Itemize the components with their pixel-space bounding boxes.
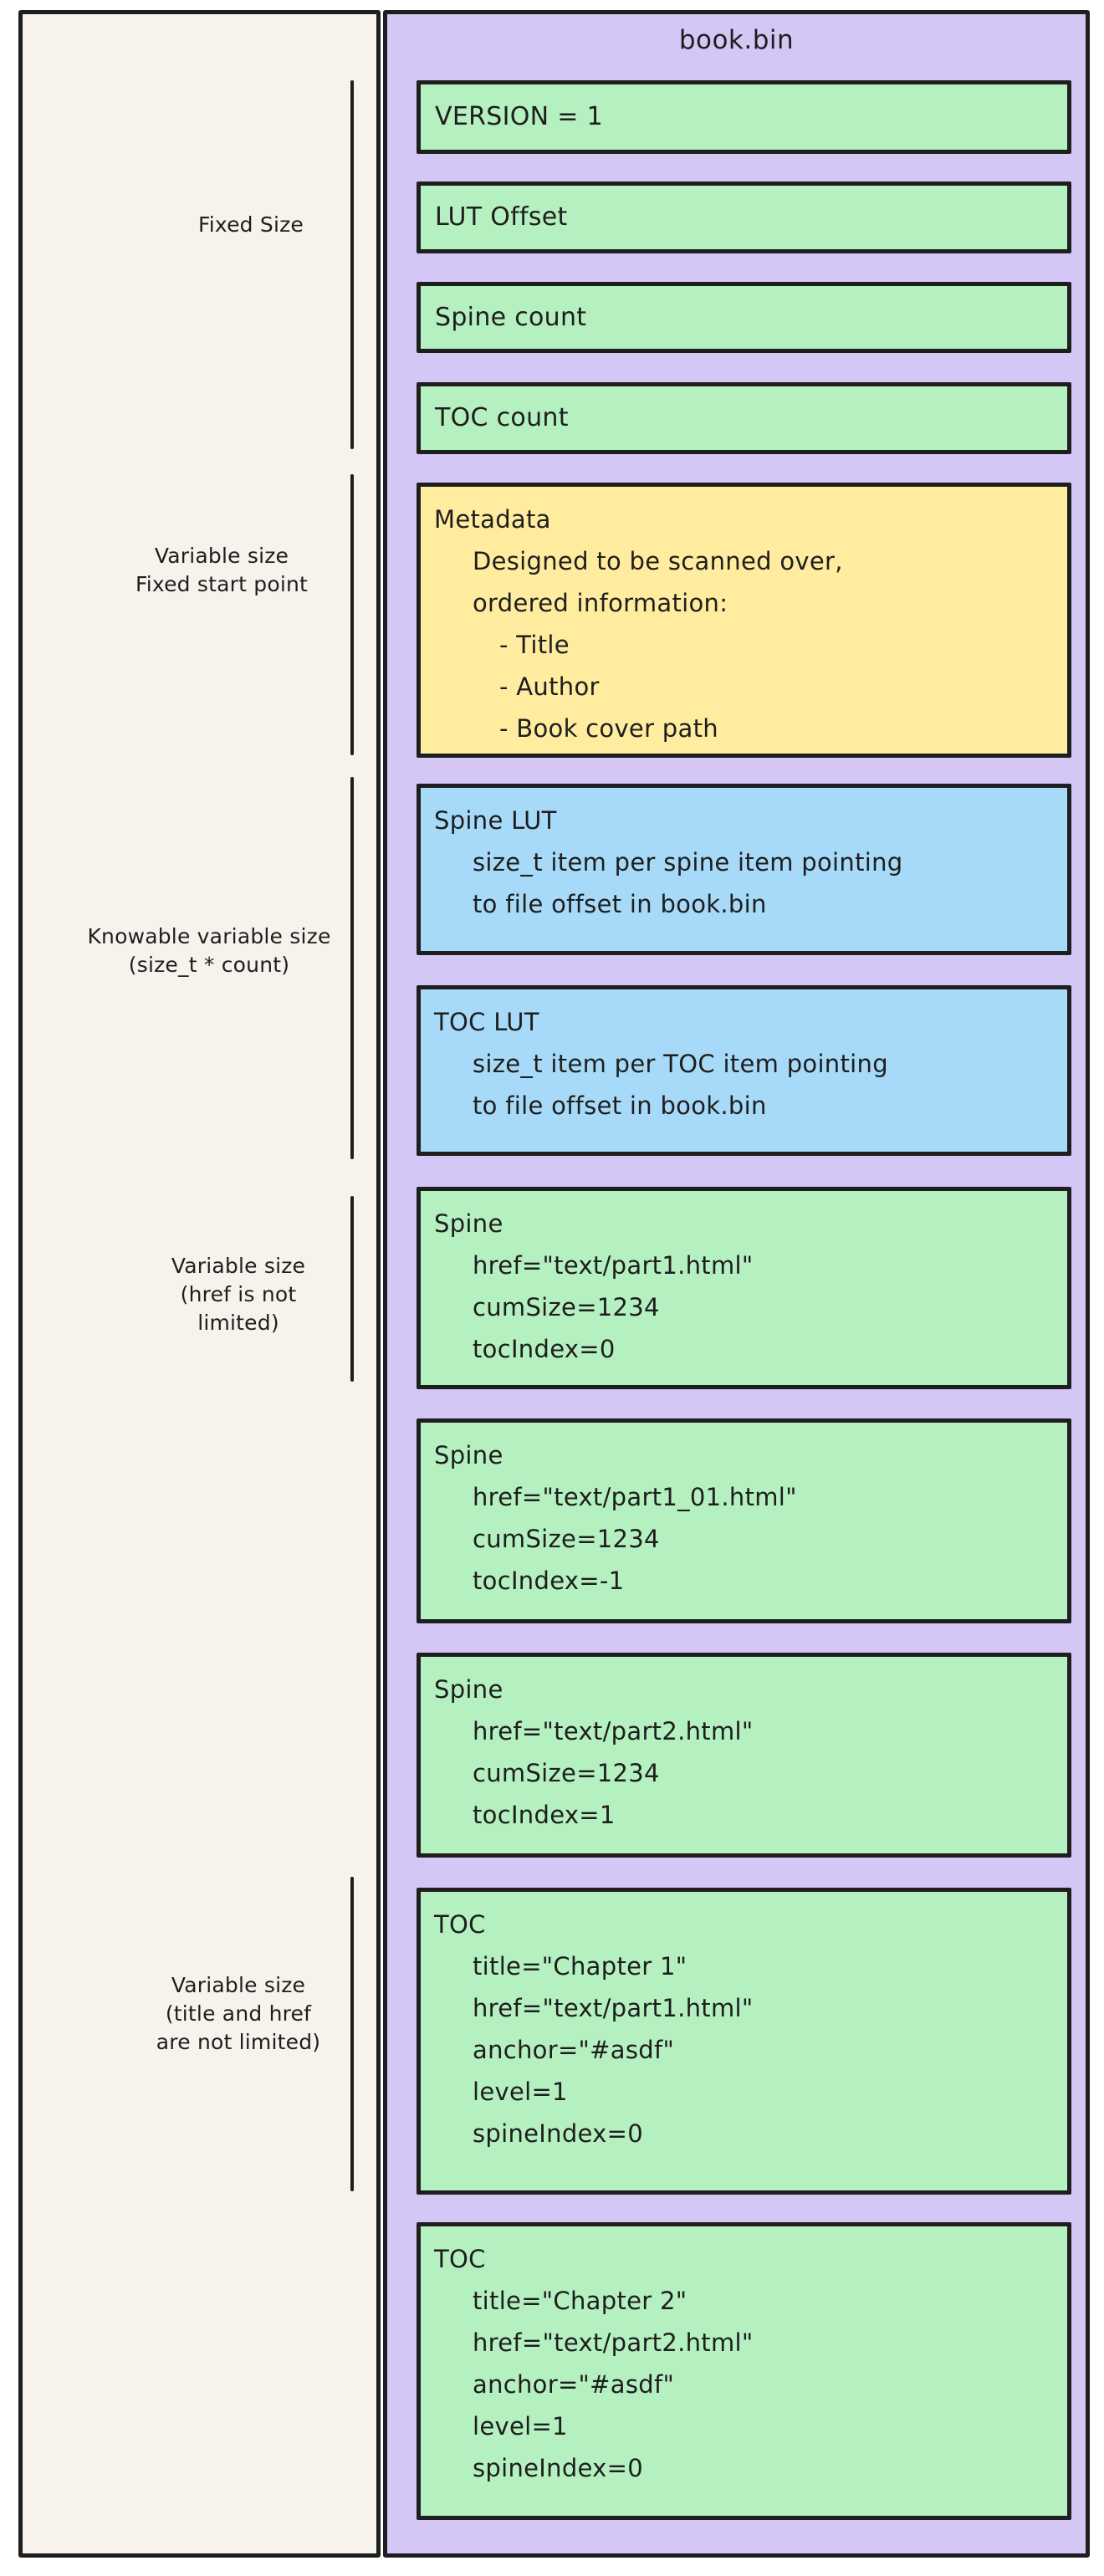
- field-box-spine-lut: Spine LUT size_t item per spine item poi…: [417, 784, 1071, 955]
- field-text: href="text/part1.html": [473, 1994, 754, 2022]
- field-text: - Title: [499, 631, 570, 659]
- field-text: level=1: [473, 2078, 568, 2106]
- field-text: Spine: [434, 1441, 503, 1469]
- bracket-variable-title-href: [350, 1877, 354, 2191]
- field-box-spine-2: Spine href="text/part1_01.html" cumSize=…: [417, 1418, 1071, 1623]
- field-text: tocIndex=-1: [473, 1567, 625, 1595]
- size-annotation-panel: [18, 10, 381, 2558]
- field-text: tocIndex=0: [473, 1335, 616, 1363]
- field-text: size_t item per TOC item pointing: [473, 1050, 888, 1078]
- field-box-toc-count: TOC count: [417, 382, 1071, 454]
- file-title: book.bin: [678, 25, 795, 55]
- field-text: title="Chapter 2": [473, 2287, 687, 2315]
- field-box-toc-2: TOC title="Chapter 2" href="text/part2.h…: [417, 2222, 1071, 2520]
- label-line: (href is not: [180, 1282, 297, 1306]
- field-text: title="Chapter 1": [473, 1952, 687, 1981]
- field-text: level=1: [473, 2412, 568, 2441]
- field-box-version: VERSION = 1: [417, 80, 1071, 154]
- field-text: cumSize=1234: [473, 1759, 660, 1787]
- field-text: Metadata: [434, 505, 551, 534]
- field-text: href="text/part1_01.html": [473, 1483, 797, 1511]
- label-line: Variable size: [154, 544, 289, 568]
- field-text: href="text/part2.html": [473, 1717, 754, 1745]
- label-line: Variable size: [171, 1973, 306, 1997]
- field-text: TOC: [434, 2245, 486, 2273]
- label-line: (size_t * count): [128, 953, 290, 977]
- field-box-toc-lut: TOC LUT size_t item per TOC item pointin…: [417, 985, 1071, 1156]
- field-text: TOC: [434, 1910, 486, 1939]
- label-knowable-variable: Knowable variable size (size_t * count): [50, 923, 368, 979]
- field-text: href="text/part1.html": [473, 1251, 754, 1280]
- field-text: - Author: [499, 672, 600, 701]
- field-text: Spine LUT: [434, 806, 557, 835]
- bracket-knowable-variable: [350, 777, 354, 1159]
- field-text: ordered information:: [473, 589, 728, 617]
- field-text: anchor="#asdf": [473, 2036, 675, 2064]
- field-box-spine-1: Spine href="text/part1.html" cumSize=123…: [417, 1187, 1071, 1389]
- field-text: TOC count: [435, 403, 569, 432]
- field-text: TOC LUT: [434, 1008, 539, 1036]
- label-line: Knowable variable size: [87, 924, 331, 948]
- field-box-spine-3: Spine href="text/part2.html" cumSize=123…: [417, 1653, 1071, 1858]
- field-text: tocIndex=1: [473, 1801, 616, 1829]
- label-line: Variable size: [171, 1254, 306, 1278]
- field-text: - Book cover path: [499, 714, 718, 743]
- field-text: to file offset in book.bin: [473, 1091, 767, 1120]
- field-box-toc-1: TOC title="Chapter 1" href="text/part1.h…: [417, 1888, 1071, 2195]
- field-text: spineIndex=0: [473, 2119, 643, 2148]
- field-text: Spine: [434, 1209, 503, 1238]
- label-line: Fixed start point: [135, 572, 309, 596]
- field-text: Designed to be scanned over,: [473, 547, 843, 575]
- bracket-variable-href: [350, 1196, 354, 1382]
- field-text: href="text/part2.html": [473, 2328, 754, 2357]
- label-line: are not limited): [156, 2030, 321, 2054]
- field-box-metadata: Metadata Designed to be scanned over, or…: [417, 483, 1071, 758]
- field-text: Spine count: [435, 302, 587, 332]
- field-text: VERSION = 1: [435, 102, 603, 131]
- label-line: limited): [197, 1311, 279, 1335]
- field-box-lut-offset: LUT Offset: [417, 181, 1071, 253]
- field-text: anchor="#asdf": [473, 2370, 675, 2399]
- label-variable-href: Variable size (href is not limited): [79, 1252, 397, 1337]
- field-text: cumSize=1234: [473, 1293, 660, 1321]
- field-text: spineIndex=0: [473, 2454, 643, 2482]
- field-text: LUT Offset: [435, 202, 568, 232]
- label-line: (title and href: [165, 2001, 312, 2026]
- bracket-fixed-size: [350, 80, 354, 449]
- field-text: cumSize=1234: [473, 1525, 660, 1553]
- bracket-variable-fixed-start: [350, 474, 354, 755]
- label-fixed-size: Fixed Size: [92, 211, 410, 239]
- field-text: size_t item per spine item pointing: [473, 848, 903, 877]
- label-variable-fixed-start: Variable size Fixed start point: [63, 542, 381, 599]
- label-line: Fixed Size: [197, 212, 304, 237]
- field-box-spine-count: Spine count: [417, 282, 1071, 353]
- field-text: Spine: [434, 1675, 503, 1704]
- field-text: to file offset in book.bin: [473, 890, 767, 918]
- label-variable-title-href: Variable size (title and href are not li…: [79, 1971, 397, 2057]
